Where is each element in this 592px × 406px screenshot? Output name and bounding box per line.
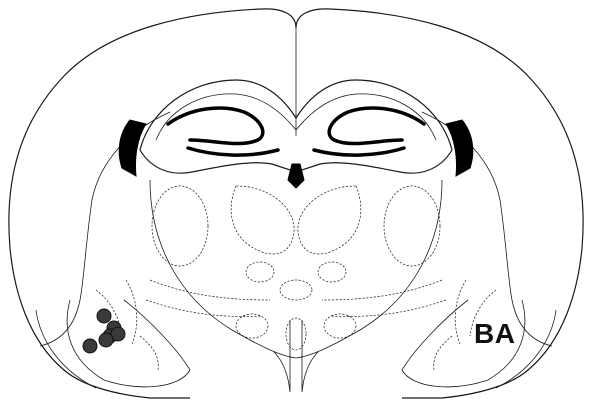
site-marker	[83, 339, 97, 353]
amygdala-nuclei-left	[96, 280, 158, 370]
radiation-left	[146, 280, 270, 316]
ventricle-left	[119, 120, 146, 176]
ventral-midline	[274, 320, 318, 392]
ventricle-right	[446, 120, 473, 176]
cortex-inner-right	[422, 112, 552, 346]
third-ventricle	[288, 164, 304, 188]
nucleus-5	[324, 314, 356, 338]
hippocampal-band-right	[329, 108, 424, 144]
thalamus-left	[231, 186, 294, 254]
nucleus-6	[286, 318, 306, 350]
hippocampal-band2-right	[314, 148, 404, 155]
nucleus-3	[280, 280, 312, 300]
region-label: BA	[474, 318, 515, 350]
hippocampal-band2-left	[188, 148, 278, 155]
nucleus-2	[318, 262, 346, 282]
thalamus-right	[298, 186, 361, 254]
site-marker	[99, 333, 113, 347]
radiation-right	[322, 280, 446, 316]
internal-capsule-right	[384, 186, 440, 266]
internal-capsule-left	[152, 186, 208, 266]
central-region	[150, 180, 442, 358]
site-marker	[97, 309, 111, 323]
nucleus-1	[246, 262, 274, 282]
hippocampal-band-left	[168, 108, 263, 144]
site-markers	[83, 309, 125, 353]
nucleus-4	[236, 314, 268, 338]
